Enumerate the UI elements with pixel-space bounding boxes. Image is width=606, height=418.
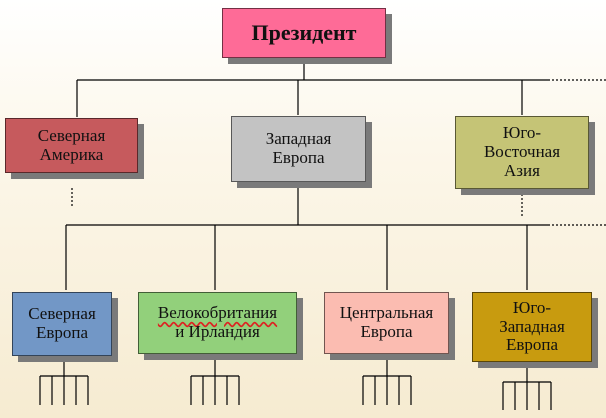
node-label-line: Юго-: [502, 123, 542, 143]
node-label-line: Западная: [265, 129, 332, 149]
node-label-line: Азия: [504, 160, 540, 180]
node-label-line: Центральная: [339, 303, 434, 323]
node-label-line: и Ирландия: [175, 322, 260, 341]
node-label: Президент: [251, 19, 357, 45]
node-label-line: Юго-: [512, 297, 552, 317]
node-label-line: Европа: [272, 148, 325, 167]
node-label-line: Северная: [28, 304, 96, 324]
node-label-line: Европа: [360, 322, 413, 341]
node-label-line: Европа: [35, 323, 89, 342]
node-label-line: Америка: [39, 144, 104, 164]
node-label-line: Северная: [37, 125, 106, 145]
node-label-line: Восточная: [483, 142, 561, 162]
node-label-line: Западная: [499, 316, 565, 336]
node-president: Президент: [222, 8, 386, 58]
node-label-line: Европа: [505, 335, 559, 355]
node-label-line: Велокобритания: [157, 303, 278, 323]
